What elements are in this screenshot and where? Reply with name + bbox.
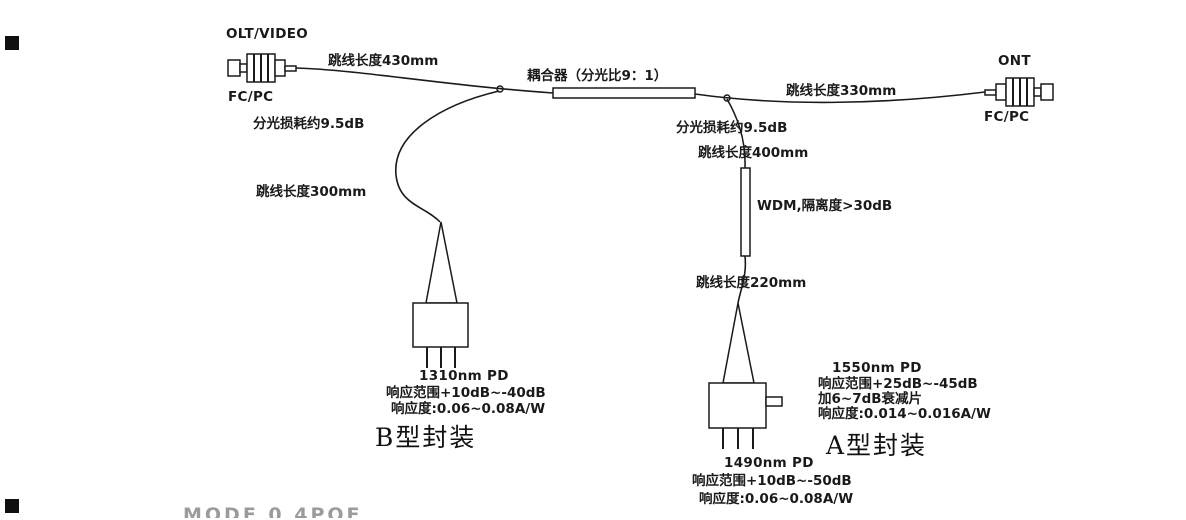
pd-1490-range: 响应范围+10dB~-50dB bbox=[692, 473, 852, 489]
pd-1310-responsivity: 响应度:0.06~0.08A/W bbox=[391, 401, 546, 417]
scan-artifact-top bbox=[5, 36, 19, 50]
pd-1490-name: 1490nm PD bbox=[724, 455, 814, 471]
fcpc-right-label: FC/PC bbox=[984, 109, 1030, 125]
coupler-label: 耦合器（分光比9：1） bbox=[527, 68, 668, 84]
pd-1310-name: 1310nm PD bbox=[419, 368, 509, 384]
pd-1550-responsivity: 响应度:0.014~0.016A/W bbox=[818, 406, 991, 422]
split-loss-right-label: 分光损耗约9.5dB bbox=[676, 120, 788, 136]
olt-video-label: OLT/VIDEO bbox=[226, 26, 309, 42]
pd-1490-icon bbox=[708, 302, 783, 449]
pd-1550-range: 响应范围+25dB~-45dB bbox=[818, 376, 978, 392]
fiber-coupler-to-ont bbox=[694, 91, 986, 104]
coupler-body bbox=[552, 87, 696, 99]
pd-1550-name: 1550nm PD bbox=[832, 360, 922, 376]
fiber-olt-to-coupler bbox=[295, 67, 554, 94]
jumper-330-label: 跳线长度330mm bbox=[786, 83, 897, 99]
jumper-220-label: 跳线长度220mm bbox=[696, 275, 807, 291]
fiber-coupler-to-pd1310 bbox=[395, 90, 500, 223]
fcpc-connector-right-icon bbox=[984, 77, 1054, 107]
package-b-label: B型封装 bbox=[375, 423, 477, 452]
wdm-label: WDM,隔离度>30dB bbox=[757, 198, 893, 214]
clipped-bottom-text: MODE 0 4POE bbox=[183, 504, 363, 518]
scan-artifact-bottom bbox=[5, 499, 19, 513]
fiber-wdm-to-pd1490 bbox=[737, 255, 747, 304]
pd-1310-range: 响应范围+10dB~-40dB bbox=[386, 385, 546, 401]
jumper-400-label: 跳线长度400mm bbox=[698, 145, 809, 161]
wdm-body bbox=[740, 167, 751, 257]
fcpc-connector-left-icon bbox=[227, 53, 297, 83]
jumper-300-label: 跳线长度300mm bbox=[256, 184, 367, 200]
splice-loop-left-icon bbox=[496, 85, 504, 93]
package-a-label: A型封装 bbox=[826, 431, 928, 460]
ont-label: ONT bbox=[998, 53, 1031, 69]
fcpc-left-label: FC/PC bbox=[228, 89, 274, 105]
pd-1490-responsivity: 响应度:0.06~0.08A/W bbox=[699, 492, 854, 505]
fiber-coupler-to-wdm bbox=[726, 98, 746, 169]
pd-1310-icon bbox=[412, 221, 469, 368]
pd-1550-attenuator: 加6~7dB衰减片 bbox=[818, 391, 923, 407]
splice-loop-right-icon bbox=[723, 94, 731, 102]
split-loss-left-label: 分光损耗约9.5dB bbox=[253, 116, 365, 132]
jumper-430-label: 跳线长度430mm bbox=[328, 53, 439, 69]
